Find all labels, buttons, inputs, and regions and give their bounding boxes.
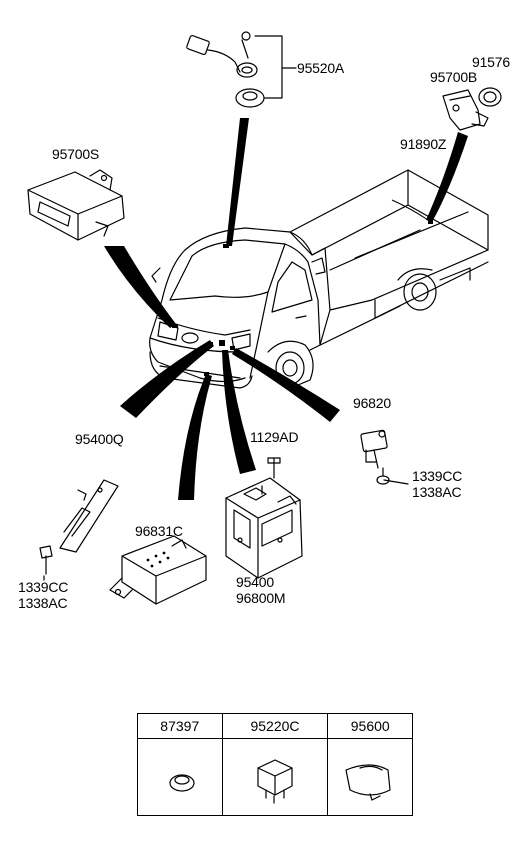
- part-95400: [225, 457, 303, 579]
- label-1339cc-left: 1339CC: [18, 579, 69, 595]
- label-1129ad: 1129AD: [250, 429, 299, 445]
- parts-table-col-87397: 87397: [137, 713, 223, 739]
- parts-table: 87397 95220C 95600: [137, 713, 413, 816]
- label-95400: 95400: [236, 574, 274, 590]
- label-95400q: 95400Q: [75, 431, 124, 447]
- leader-arrows: [104, 118, 468, 500]
- parts-table-header: 87397 95220C 95600: [137, 713, 413, 739]
- label-95520a: 95520A: [297, 60, 345, 76]
- label-96820: 96820: [353, 395, 391, 411]
- parts-table-cell-95220c: [221, 738, 329, 816]
- parts-table-cell-95600: [327, 738, 413, 816]
- part-95700b: [442, 89, 489, 131]
- parts-table-cell-87397: [137, 738, 223, 816]
- connection-markers: [172, 220, 433, 376]
- part-96820: [360, 429, 390, 485]
- label-91890z: 91890Z: [400, 136, 447, 152]
- part-95400q: [39, 479, 119, 575]
- part-95700s: [27, 169, 125, 241]
- part-96831c: [109, 535, 207, 605]
- truck-cargo-bed: [289, 169, 489, 351]
- label-1339cc-right: 1339CC: [412, 468, 463, 484]
- label-96831c: 96831C: [135, 523, 183, 539]
- label-95700b: 95700B: [430, 69, 478, 85]
- part-91576: [478, 87, 502, 107]
- label-1338ac-right: 1338AC: [412, 484, 462, 500]
- label-96800m: 96800M: [236, 590, 286, 606]
- label-1338ac-left: 1338AC: [18, 595, 68, 611]
- bed-wire: [391, 199, 429, 221]
- label-95700s: 95700S: [52, 146, 100, 162]
- parts-table-col-95600: 95600: [327, 713, 413, 739]
- parts-table-col-95220c: 95220C: [221, 713, 329, 739]
- label-91576: 91576: [472, 54, 510, 70]
- part-95520a: [186, 31, 297, 108]
- parts-table-body: [137, 738, 413, 816]
